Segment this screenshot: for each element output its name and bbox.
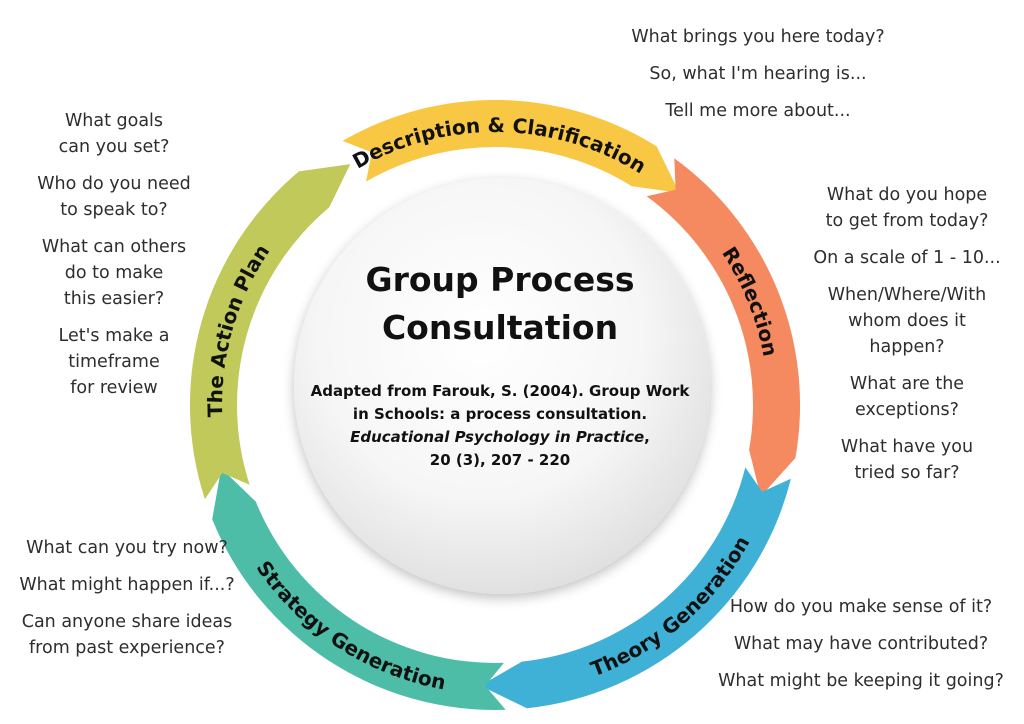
reference-journal: Educational Psychology in Practice (350, 428, 645, 446)
question-item: What can others do to make this easier? (41, 237, 187, 309)
reference-line-2: in Schools: a process consultation. (352, 405, 648, 423)
arrow-strategy-generation (212, 468, 506, 710)
question-item: What are the exceptions? (849, 374, 965, 420)
strategy-questions: What can you try now? What might happen … (4, 535, 250, 661)
question-item: Who do you need to speak to? (37, 174, 191, 220)
reference-line-4: 20 (3), 207 - 220 (429, 451, 571, 469)
question-item: What can you try now? (26, 538, 228, 558)
question-item: What brings you here today? (631, 27, 885, 47)
arrow-action-plan (189, 164, 351, 500)
center-circle (294, 178, 710, 594)
question-item: What goals can you set? (58, 111, 170, 157)
reflection-questions: What do you hope to get from today? On a… (800, 182, 1014, 486)
arrow-reflection (646, 158, 801, 497)
center-title: Group Process Consultation (365, 260, 635, 347)
question-item: Let's make a timeframe for review (58, 326, 170, 398)
question-item: How do you make sense of it? (729, 597, 993, 617)
arrow-description-clarification (342, 100, 680, 193)
question-item: So, what I'm hearing is... (649, 64, 867, 84)
reference-journal-suffix: , (644, 428, 650, 446)
reference-line-1: Adapted from Farouk, S. (2004). Group Wo… (310, 382, 690, 400)
question-item: What have you tried so far? (840, 437, 974, 483)
theory-questions: How do you make sense of it? What may ha… (706, 594, 1016, 694)
reference-journal-line: Educational Psychology in Practice, (300, 426, 700, 449)
question-item: Tell me more about... (665, 101, 851, 121)
question-item: Can anyone share ideas from past experie… (21, 612, 233, 658)
arrow-theory-generation (480, 467, 791, 709)
question-item: What do you hope to get from today? (825, 185, 989, 231)
description-questions: What brings you here today? So, what I'm… (608, 24, 908, 124)
question-item: When/Where/With whom does it happen? (827, 285, 987, 357)
action-plan-questions: What goals can you set? Who do you need … (26, 108, 202, 401)
question-item: What might be keeping it going? (718, 671, 1004, 691)
question-item: On a scale of 1 - 10... (813, 248, 1001, 268)
question-item: What might happen if...? (19, 575, 235, 595)
question-item: What may have contributed? (733, 634, 989, 654)
reference-citation: Adapted from Farouk, S. (2004). Group Wo… (300, 380, 700, 472)
